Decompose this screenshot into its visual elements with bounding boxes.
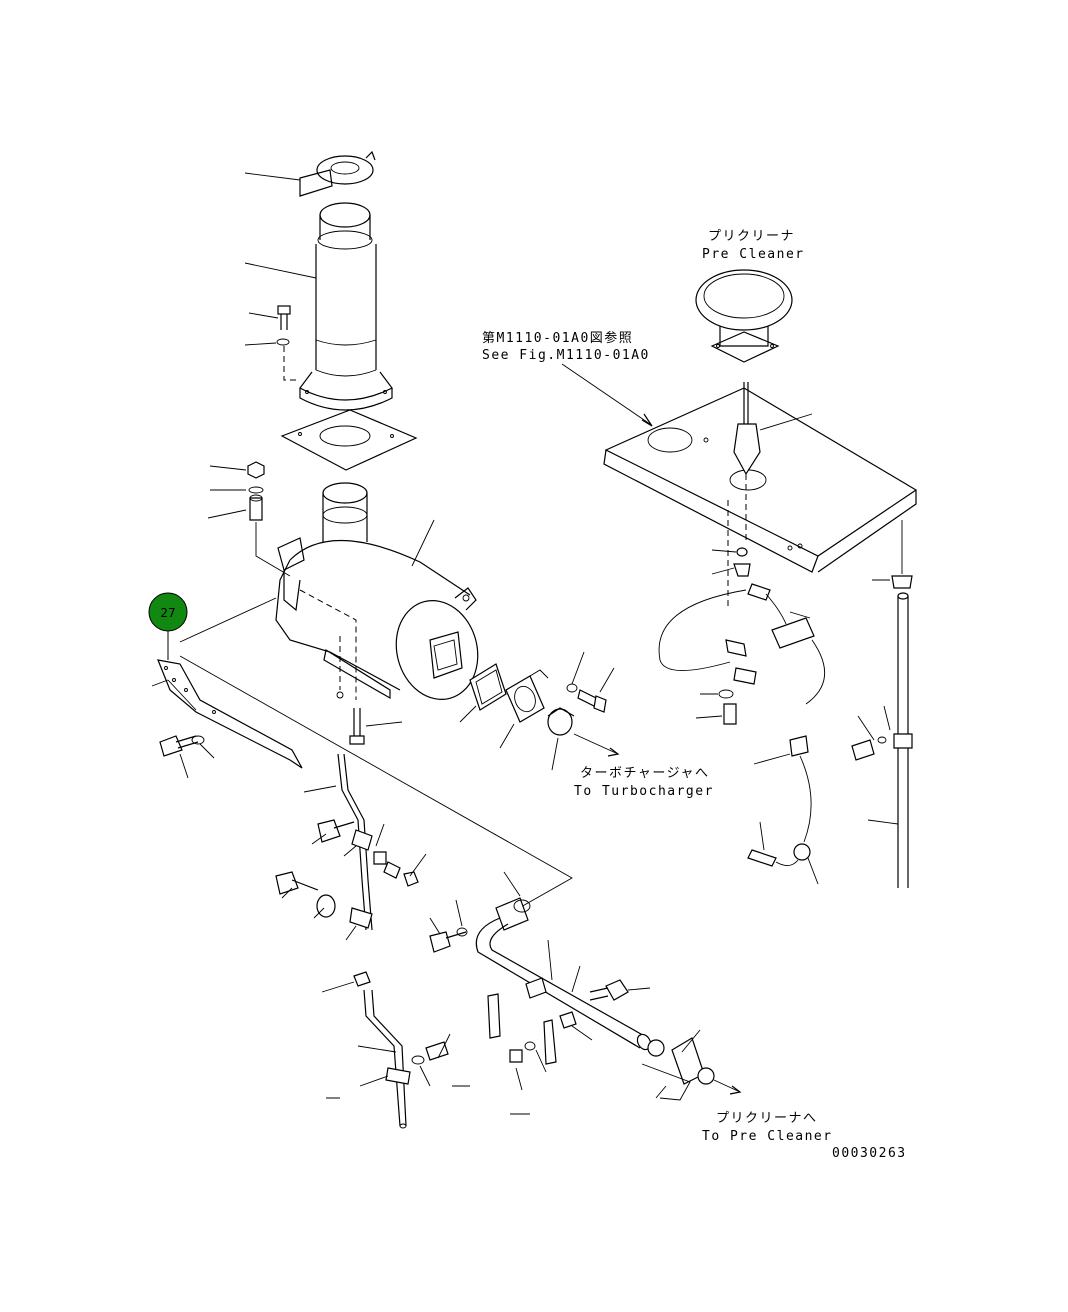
small-bolt-washer	[566, 651, 615, 713]
air-cleaner-body	[275, 482, 479, 700]
rain-cap	[299, 150, 376, 197]
bracket-part-27	[151, 659, 303, 779]
gasket-1	[459, 663, 507, 723]
mount-bolt	[276, 305, 296, 381]
pre-cleaner	[695, 269, 793, 363]
hood-panel	[603, 387, 918, 573]
intake-pipe	[299, 202, 393, 411]
frame-outline-lines	[179, 597, 573, 913]
gasket-plate	[280, 409, 418, 471]
callout-27[interactable]: 27	[148, 592, 188, 660]
see-fig-jp-label: 第M1110-01A0図参照	[482, 330, 633, 346]
leader-lines-top	[207, 172, 317, 519]
ejector-rod	[727, 382, 813, 610]
clamp-set-2	[275, 871, 373, 941]
support-rod	[851, 520, 913, 888]
intake-elbow-pipe	[475, 871, 652, 1051]
lower-pipe-assembly	[321, 971, 530, 1129]
pipe-bolt	[429, 899, 468, 953]
connector-hose	[641, 1029, 742, 1101]
to-pre-cleaner-jp-label: プリクリーナへ	[716, 1111, 818, 1126]
turbo-arrow	[573, 733, 620, 757]
clip-parts-right	[658, 547, 825, 725]
see-fig-en-label: See Fig.M1110-01A0	[482, 348, 650, 363]
pre-cleaner-jp-label: プリクリーナ	[708, 229, 795, 244]
drawing-number: 00030263	[832, 1146, 907, 1161]
pre-cleaner-en-label: Pre Cleaner	[702, 247, 805, 262]
turbo-en-label: To Turbocharger	[574, 784, 714, 799]
text-labels: プリクリーナ Pre Cleaner 第M1110-01A0図参照 See Fi…	[482, 229, 907, 1161]
vacuator-pipe	[303, 753, 373, 931]
clamp-set-1	[311, 819, 427, 887]
drain-hose-right	[747, 735, 819, 885]
vertical-bolt	[349, 708, 365, 745]
svg-text:27: 27	[160, 606, 175, 620]
flange-adapter	[499, 669, 549, 749]
turbo-hose	[547, 707, 575, 771]
pipe-brackets	[487, 939, 651, 1091]
turbo-jp-label: ターボチャージャへ	[580, 766, 709, 781]
nut-washer-spacer	[247, 461, 291, 577]
to-pre-cleaner-en-label: To Pre Cleaner	[702, 1129, 833, 1144]
body-leaders	[365, 519, 435, 727]
see-fig-arrow	[561, 363, 653, 427]
